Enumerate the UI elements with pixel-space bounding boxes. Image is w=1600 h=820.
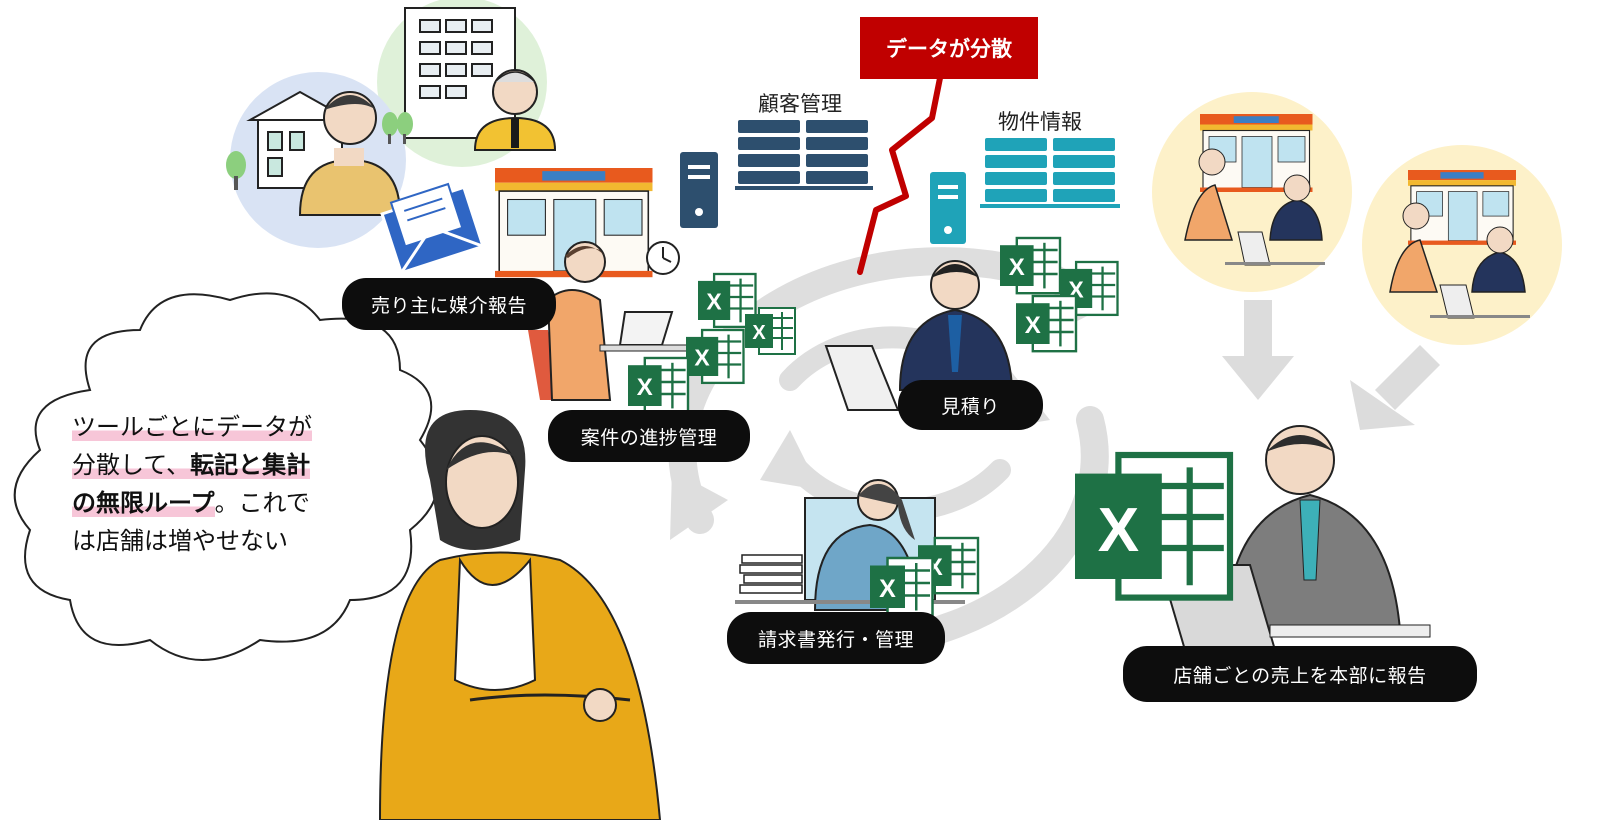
thought-line-1: ツールごとにデータが [72,413,312,441]
store-scene-2 [1389,169,1530,319]
label-hq-sales-report: 店舗ごとの売上を本部に報告 [1123,646,1477,702]
owner-elder [473,69,557,151]
estimate-worker [824,260,1014,411]
seller-man [298,91,402,216]
server-icon-property [930,138,1120,244]
apartment-building [404,7,516,139]
worker-desk [528,241,691,401]
label-invoice-management: 請求書発行・管理 [727,612,945,664]
property-info-title: 物件情報 [998,110,1082,134]
server-icon-customer [680,120,873,228]
envelope-icon [380,182,485,275]
label-mediation-report: 売り主に媒介報告 [342,278,556,330]
woman-figure [378,410,662,820]
thought-line-3a: の無限ループ [72,489,215,517]
thought-line-2a: 分散して、 [72,451,191,479]
thought-line-2b: 転記と集計 [190,451,311,479]
label-estimate: 見積り [898,380,1043,430]
thought-line-3b: 。これで [214,489,310,517]
store-scene-1 [1184,113,1325,266]
customer-management-title: 顧客管理 [758,92,842,116]
excel-icon-large [1075,455,1230,598]
label-progress-management: 案件の進捗管理 [548,410,750,462]
scatter-line [857,75,943,275]
tree-icon [226,112,413,190]
clock-icon [646,241,680,275]
data-scattered-badge: データが分散 [860,17,1038,79]
thought-line-4: は店舗は増やせない [72,527,288,555]
thought-text: ツールごとにデータが 分散して、転記と集計 の無限ループ。これで は店舗は増やせ… [72,408,372,560]
down-arrows [1222,300,1440,430]
